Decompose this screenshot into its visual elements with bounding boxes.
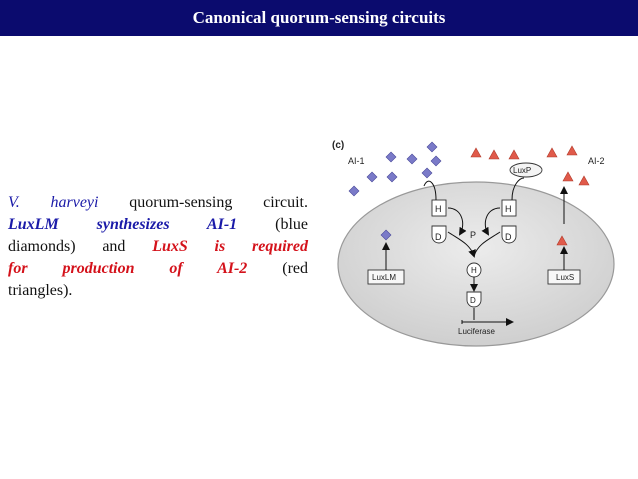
ai2-triangle xyxy=(488,149,500,160)
caption-text-2: (blue xyxy=(237,216,309,233)
ai2-triangle xyxy=(562,171,574,182)
luxs-statement: LuxS is required xyxy=(152,238,308,255)
ai2-triangles xyxy=(470,145,590,246)
luxp-label: LuxP xyxy=(513,166,531,175)
ai2-statement: for production of AI-2 xyxy=(8,260,248,277)
caption-line-4: for production of AI-2 (red xyxy=(8,258,308,280)
ai2-label: AI-2 xyxy=(588,156,605,166)
luxo-d-label: D xyxy=(470,296,476,305)
ai1-label: AI-1 xyxy=(348,156,365,166)
ai2-triangle xyxy=(470,147,482,158)
quorum-sensing-diagram: (c) AI-1 AI-2 L xyxy=(326,128,632,350)
ai1-diamond xyxy=(426,141,438,153)
ai1-diamonds xyxy=(348,141,442,241)
phosphate-label: P xyxy=(470,230,476,240)
ai1-diamond xyxy=(380,229,392,241)
species-name: V. harveyi xyxy=(8,194,99,211)
luxp-receptor xyxy=(509,162,543,178)
caption-line-5: triangles). xyxy=(8,280,308,302)
caption-text-3: diamonds) and xyxy=(8,238,153,255)
luxo-d-box xyxy=(466,291,482,308)
caption-line-3: diamonds) and LuxS is required xyxy=(8,236,308,258)
luxlm-statement: LuxLM synthesizes AI-1 xyxy=(8,216,238,233)
ai2-triangle xyxy=(546,147,558,158)
panel-label: (c) xyxy=(332,140,344,151)
ai2-triangle xyxy=(578,175,590,186)
ai2-triangle xyxy=(566,145,578,156)
left-d-label: D xyxy=(435,232,442,242)
luxs-label: LuxS xyxy=(556,273,574,282)
ai2-triangle xyxy=(508,149,520,160)
ai1-diamond xyxy=(421,167,433,179)
ai1-diamond xyxy=(386,171,398,183)
left-h-box xyxy=(431,199,447,217)
ai1-diamond xyxy=(385,151,397,163)
ai1-diamond xyxy=(366,171,378,183)
right-h-label: H xyxy=(505,204,512,214)
left-d-box xyxy=(431,225,447,244)
left-h-label: H xyxy=(435,204,442,214)
caption-line-2: LuxLM synthesizes AI-1 (blue xyxy=(8,214,308,236)
figure-caption: V. harveyi quorum-sensing circuit. LuxLM… xyxy=(8,192,308,302)
luxlm-label: LuxLM xyxy=(372,273,396,282)
page-title: Canonical quorum-sensing circuits xyxy=(192,8,446,27)
caption-text-5: triangles). xyxy=(8,282,73,299)
title-bar: Canonical quorum-sensing circuits xyxy=(0,0,638,36)
caption-text-4: (red xyxy=(247,260,308,277)
ai1-diamond xyxy=(406,153,418,165)
caption-line-1: V. harveyi quorum-sensing circuit. xyxy=(8,192,308,214)
luciferase-label: Luciferase xyxy=(458,327,495,336)
ai1-diamond xyxy=(348,185,360,197)
right-h-box xyxy=(501,199,517,217)
right-d-box xyxy=(501,225,517,244)
ai2-triangle xyxy=(556,235,568,246)
luxu-h-label: H xyxy=(471,266,477,275)
ai1-diamond xyxy=(430,155,442,167)
right-d-label: D xyxy=(505,232,512,242)
caption-text-1: quorum-sensing circuit. xyxy=(98,194,308,211)
